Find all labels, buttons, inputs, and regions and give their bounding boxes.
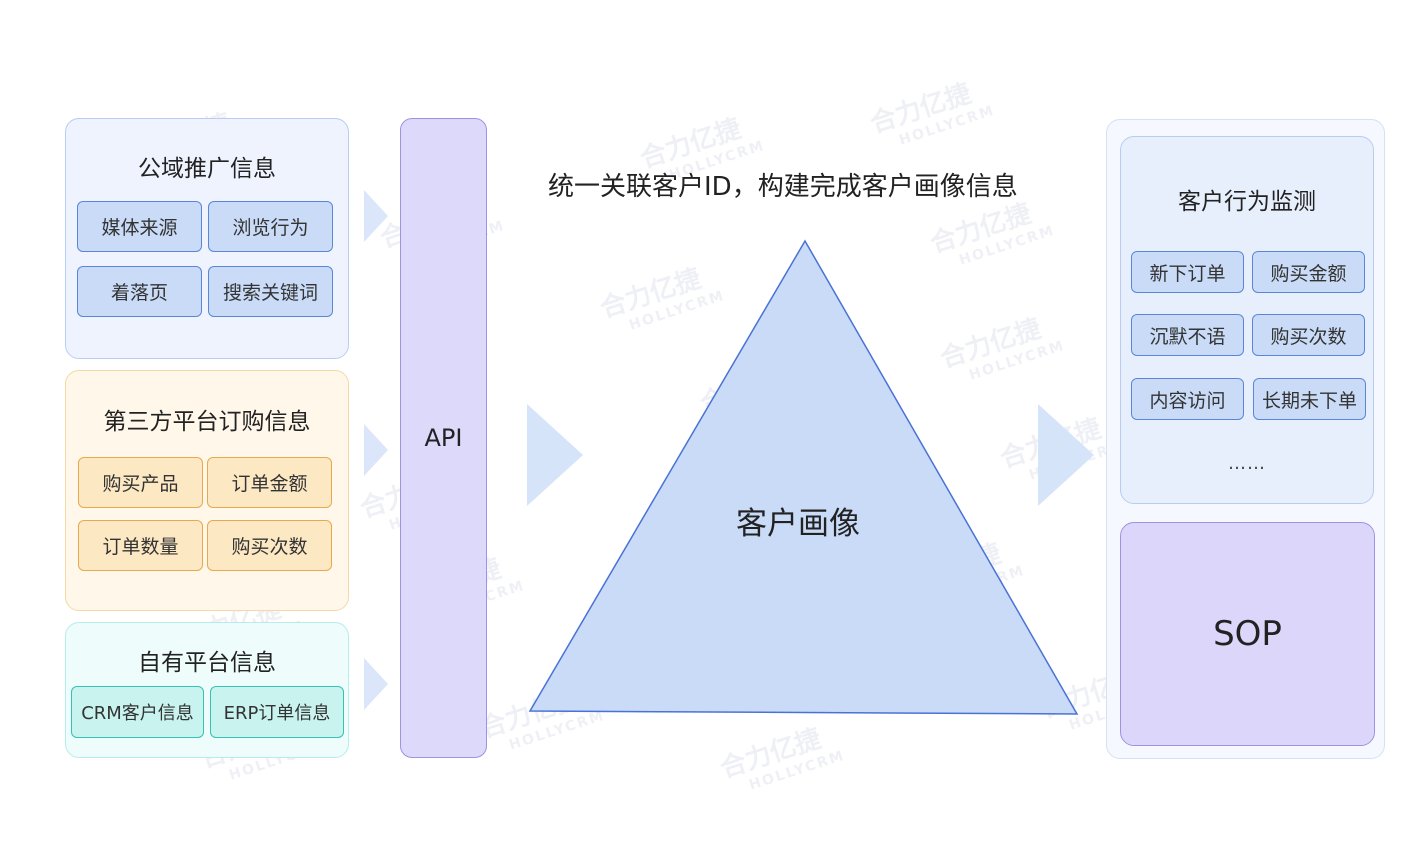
chip-search-keyword: 搜索关键词 xyxy=(208,266,333,317)
arrow-api-to-profile xyxy=(527,404,583,506)
panel-title: 自有平台信息 xyxy=(138,650,276,676)
chip-order-amount: 订单金额 xyxy=(207,457,332,508)
public-promotion-panel: 公域推广信息 媒体来源 浏览行为 着落页 搜索关键词 xyxy=(65,118,349,359)
sop-panel: SOP xyxy=(1120,522,1375,746)
arrow-public-to-api xyxy=(364,190,388,242)
chip-purchase-amount: 购买金额 xyxy=(1252,251,1365,293)
chip-media-source: 媒体来源 xyxy=(77,201,202,252)
chip-crm-customer-info: CRM客户信息 xyxy=(71,686,204,738)
chip-content-visit: 内容访问 xyxy=(1131,378,1244,420)
arrow-profile-to-monitor xyxy=(1038,404,1094,506)
chip-purchased-product: 购买产品 xyxy=(78,457,203,508)
arrow-own-to-api xyxy=(364,658,388,710)
chip-landing-page: 着落页 xyxy=(77,266,202,317)
third-party-order-panel: 第三方平台订购信息 购买产品 订单金额 订单数量 购买次数 xyxy=(65,370,349,611)
panel-title: 客户行为监测 xyxy=(1178,189,1316,215)
customer-profile-triangle xyxy=(528,239,1079,715)
chip-erp-order-info: ERP订单信息 xyxy=(210,686,344,738)
chip-browsing-behavior: 浏览行为 xyxy=(208,201,333,252)
arrow-third-party-to-api xyxy=(364,424,388,476)
api-label: API xyxy=(424,424,463,452)
diagram-headline: 统一关联客户ID，构建完成客户画像信息 xyxy=(548,172,1018,202)
chip-long-no-order: 长期未下单 xyxy=(1253,378,1366,420)
chip-silent: 沉默不语 xyxy=(1131,314,1244,356)
own-platform-panel: 自有平台信息 CRM客户信息 ERP订单信息 xyxy=(65,622,349,758)
chip-purchase-count: 购买次数 xyxy=(207,520,332,571)
panel-title: 第三方平台订购信息 xyxy=(103,409,311,435)
chip-purchase-count: 购买次数 xyxy=(1252,314,1365,356)
panel-title: 公域推广信息 xyxy=(138,156,276,182)
chip-new-order: 新下订单 xyxy=(1131,251,1244,293)
sop-label: SOP xyxy=(1213,614,1282,654)
behavior-monitor-panel: 客户行为监测 新下订单 购买金额 沉默不语 购买次数 内容访问 长期未下单 …… xyxy=(1120,136,1374,504)
more-ellipsis: …… xyxy=(1228,453,1266,474)
chip-order-quantity: 订单数量 xyxy=(78,520,203,571)
customer-profile-label: 客户画像 xyxy=(736,506,860,542)
api-bar: API xyxy=(400,118,487,758)
